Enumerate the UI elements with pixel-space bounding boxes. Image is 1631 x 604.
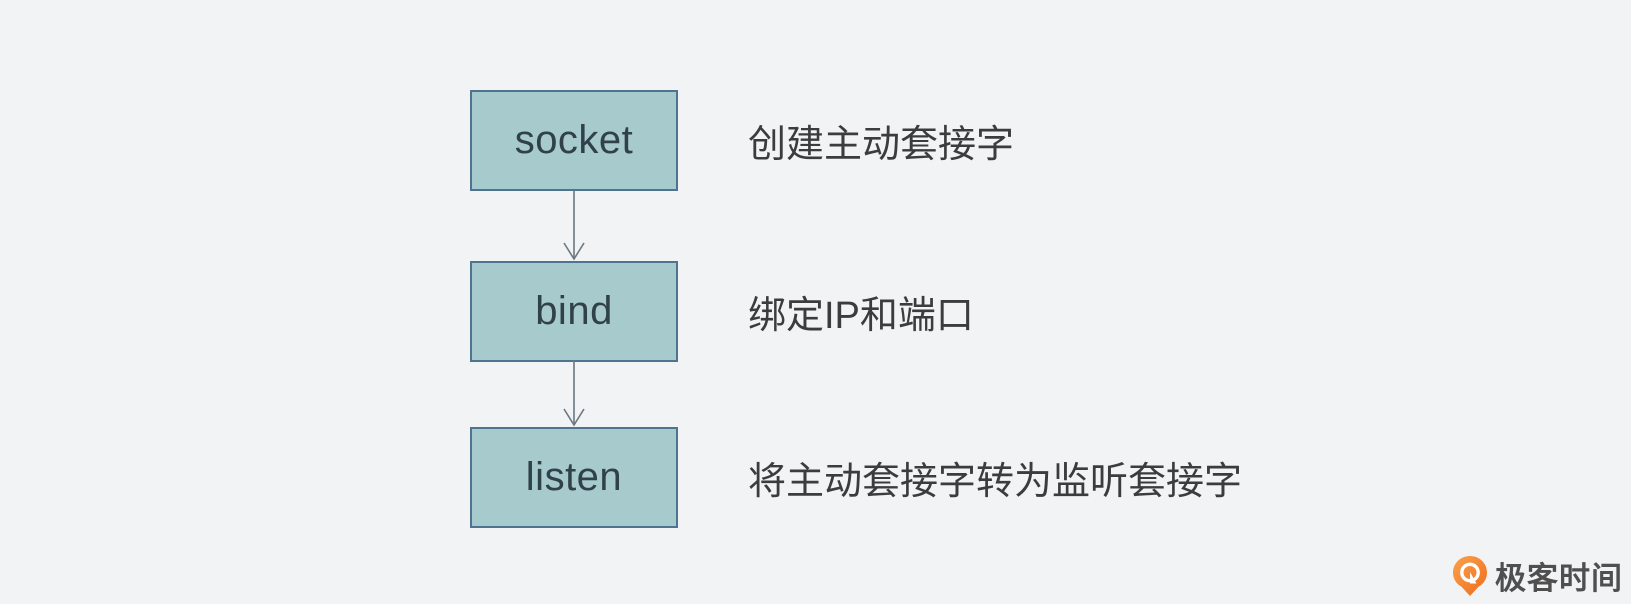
geektime-logo: 极客时间 (1452, 553, 1623, 598)
step-description-listen: 将主动套接字转为监听套接字 (748, 427, 1242, 528)
step-box-socket-label: socket (514, 118, 634, 162)
step-description-listen-text: 将主动套接字转为监听套接字 (748, 461, 1243, 503)
step-description-socket: 创建主动套接字 (748, 90, 1014, 191)
step-box-bind-label: bind (535, 289, 613, 333)
arrow-down-icon (559, 191, 589, 261)
step-box-socket: socket (470, 90, 678, 191)
step-box-bind: bind (470, 261, 678, 362)
step-description-socket-text: 创建主动套接字 (748, 124, 1015, 166)
geektime-logo-icon (1452, 555, 1488, 597)
step-box-listen-label: listen (525, 455, 623, 499)
geektime-logo-text: 极客时间 (1495, 561, 1623, 596)
step-description-bind: 绑定IP和端口 (748, 261, 974, 362)
step-description-bind-text: 绑定IP和端口 (748, 295, 974, 337)
step-box-listen: listen (470, 427, 678, 528)
arrow-down-icon (559, 360, 589, 427)
